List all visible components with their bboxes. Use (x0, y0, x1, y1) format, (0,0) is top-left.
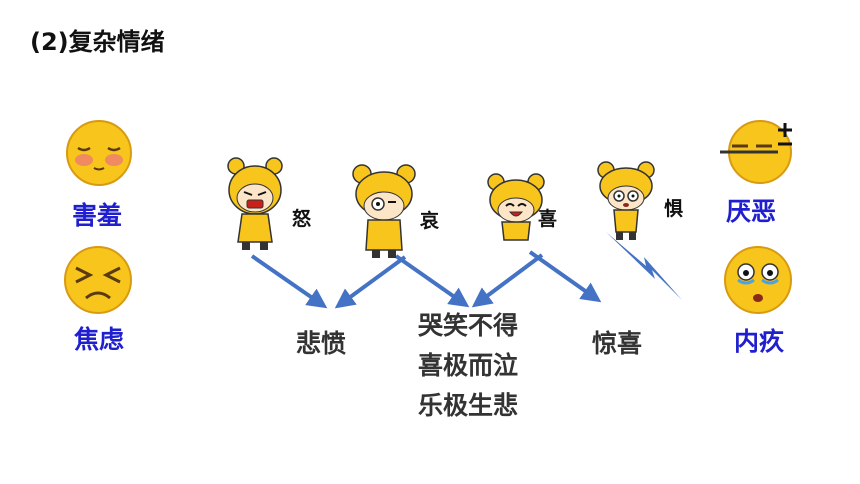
arrow-sorrow-to-grief-anger (334, 255, 407, 309)
anxious-face-icon (64, 246, 132, 314)
shy-face-icon (66, 120, 132, 186)
result-surprise: 惊喜 (592, 329, 643, 358)
emotion-anxiety: 焦虑 (74, 325, 125, 354)
arrow-sorrow-to-mixed (394, 254, 470, 308)
guilty-face-icon (724, 246, 792, 314)
basic-emotion-anger: 怒 (292, 208, 312, 230)
arrow-joy-to-surprise (528, 250, 602, 303)
sad-character-icon (352, 164, 416, 258)
disgusted-face-icon (720, 120, 792, 184)
page-title: (2)复杂情绪 (30, 28, 165, 56)
emotion-disgust: 厌恶 (726, 197, 777, 226)
arrow-anger-to-grief-anger (250, 254, 328, 309)
basic-emotion-joy: 喜 (538, 208, 558, 230)
result-mixed-emotions: 哭笑不得 喜极而泣 乐极生悲 (418, 306, 518, 426)
result-line: 哭笑不得 (418, 311, 519, 340)
basic-emotion-fear: 惧 (664, 198, 684, 220)
result-line: 乐极生悲 (418, 391, 519, 420)
happy-character-icon (487, 173, 545, 241)
arrow-fear-lightning (606, 232, 682, 300)
emotion-shy: 害羞 (72, 201, 123, 230)
fearful-character-icon (597, 161, 655, 240)
arrow-joy-to-mixed (471, 253, 544, 308)
emotion-guilt: 内疚 (734, 327, 785, 356)
angry-character-icon (227, 157, 283, 250)
result-grief-anger: 悲愤 (296, 329, 347, 358)
result-line: 喜极而泣 (418, 351, 519, 380)
basic-emotion-sorrow: 哀 (420, 210, 440, 232)
